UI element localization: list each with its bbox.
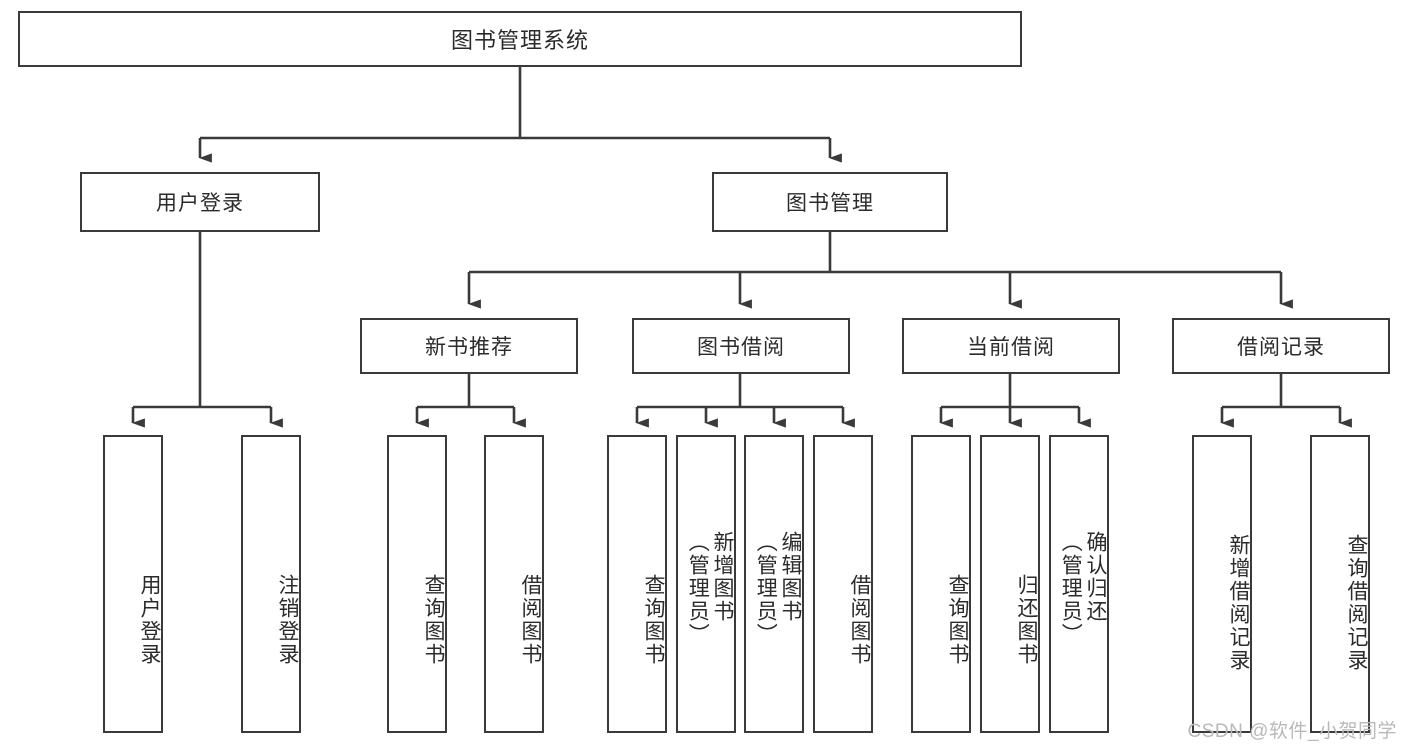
csdn-watermark: CSDN @软件_小贺同学 <box>1187 721 1397 742</box>
node-leaf-query-record[interactable]: 查询借阅记录 <box>1310 435 1370 733</box>
node-user-login[interactable]: 用户登录 <box>80 172 320 232</box>
node-leaf-borrow-book-2[interactable]: 借阅图书 <box>813 435 873 733</box>
node-leaf-add-book[interactable]: 新增图书 （管理员） <box>676 435 736 733</box>
node-book-manage[interactable]: 图书管理 <box>712 172 948 232</box>
node-root[interactable]: 图书管理系统 <box>18 11 1022 67</box>
node-leaf-query-book-2[interactable]: 查询图书 <box>607 435 667 733</box>
node-current-borrow[interactable]: 当前借阅 <box>902 318 1120 374</box>
node-leaf-logout[interactable]: 注销登录 <box>241 435 301 733</box>
node-leaf-borrow-book-1[interactable]: 借阅图书 <box>484 435 544 733</box>
node-leaf-confirm-return[interactable]: 确认归还 （管理员） <box>1049 435 1109 733</box>
node-borrow-record[interactable]: 借阅记录 <box>1172 318 1390 374</box>
node-leaf-edit-book[interactable]: 编辑图书 （管理员） <box>744 435 804 733</box>
node-leaf-return-book[interactable]: 归还图书 <box>980 435 1040 733</box>
node-leaf-query-book-3[interactable]: 查询图书 <box>911 435 971 733</box>
node-leaf-query-book-1[interactable]: 查询图书 <box>387 435 447 733</box>
node-book-borrow[interactable]: 图书借阅 <box>632 318 850 374</box>
node-leaf-add-record[interactable]: 新增借阅记录 <box>1192 435 1252 733</box>
node-new-book-rec[interactable]: 新书推荐 <box>360 318 578 374</box>
node-leaf-user-login[interactable]: 用户登录 <box>103 435 163 733</box>
